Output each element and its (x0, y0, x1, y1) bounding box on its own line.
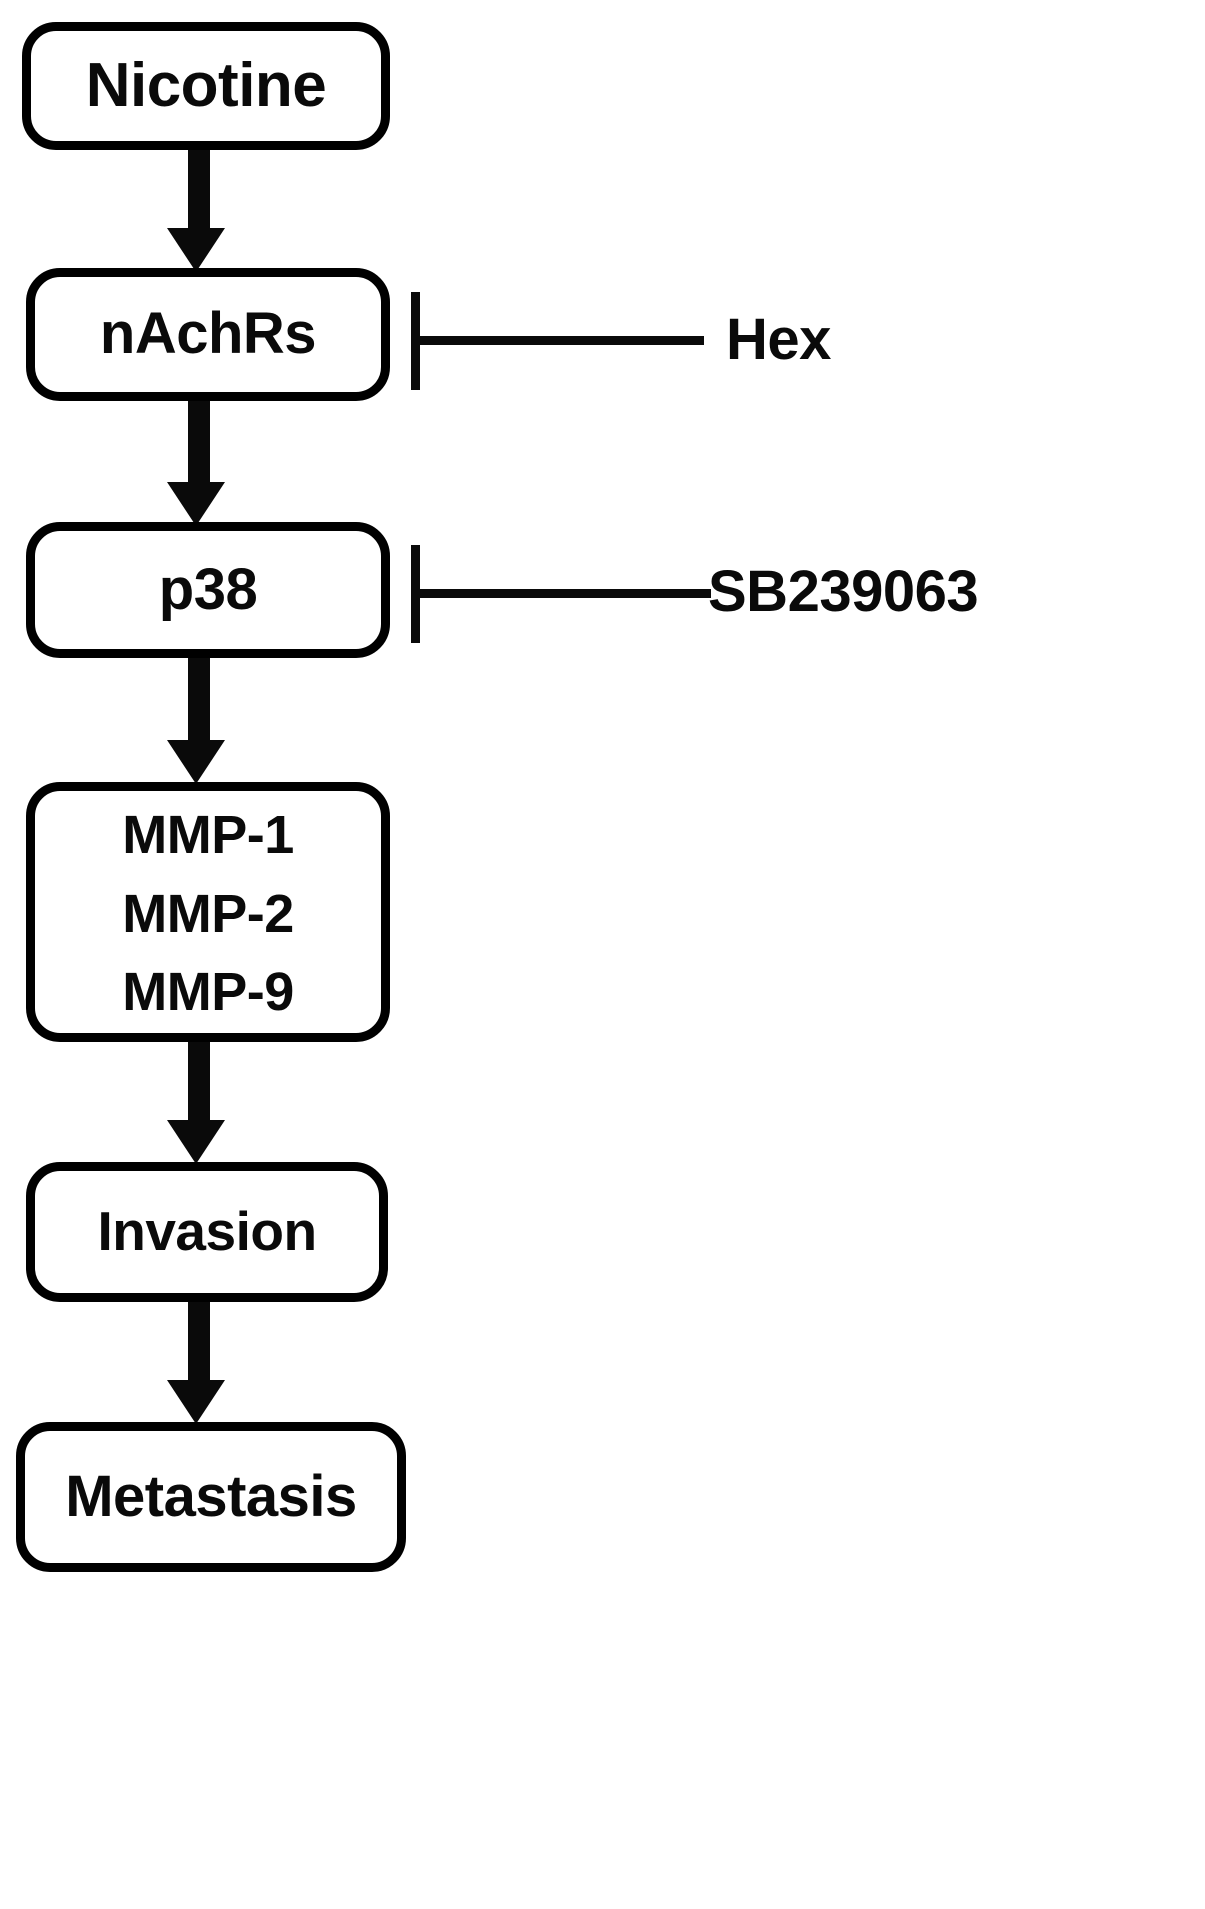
inhibitor-label-hex: Hex (726, 307, 831, 372)
arrow-shaft-nicotine-to-nachrs (188, 140, 210, 238)
node-p38: p38 (26, 522, 390, 658)
node-nachrs-label: nAchRs (99, 301, 317, 367)
arrow-shaft-mmp-to-invasion (188, 1032, 210, 1128)
node-mmp-label-1: MMP-1 (122, 804, 294, 865)
inhibitor-line-hex (411, 336, 704, 345)
node-mmp-group: MMP-1 MMP-2 MMP-9 (26, 782, 390, 1042)
node-nicotine: Nicotine (22, 22, 390, 150)
node-invasion: Invasion (26, 1162, 388, 1302)
arrow-shaft-invasion-to-metastasis (188, 1292, 210, 1386)
node-metastasis: Metastasis (16, 1422, 406, 1572)
node-metastasis-label: Metastasis (65, 1463, 357, 1529)
inhibitor-line-sb239063 (411, 589, 711, 598)
node-mmp-label-2: MMP-2 (122, 883, 294, 944)
inhibitor-label-sb239063: SB239063 (708, 559, 979, 624)
node-p38-label: p38 (158, 556, 258, 622)
arrow-head-nachrs-to-p38 (167, 482, 225, 526)
node-nachrs: nAchRs (26, 268, 390, 401)
arrow-shaft-nachrs-to-p38 (188, 392, 210, 490)
node-nicotine-label: Nicotine (85, 51, 327, 121)
node-mmp-label-3: MMP-9 (122, 962, 294, 1023)
arrow-head-mmp-to-invasion (167, 1120, 225, 1164)
arrow-shaft-p38-to-mmp (188, 650, 210, 750)
arrow-head-nicotine-to-nachrs (167, 228, 225, 272)
node-invasion-label: Invasion (97, 1200, 317, 1263)
arrow-head-p38-to-mmp (167, 740, 225, 784)
arrow-head-invasion-to-metastasis (167, 1380, 225, 1424)
